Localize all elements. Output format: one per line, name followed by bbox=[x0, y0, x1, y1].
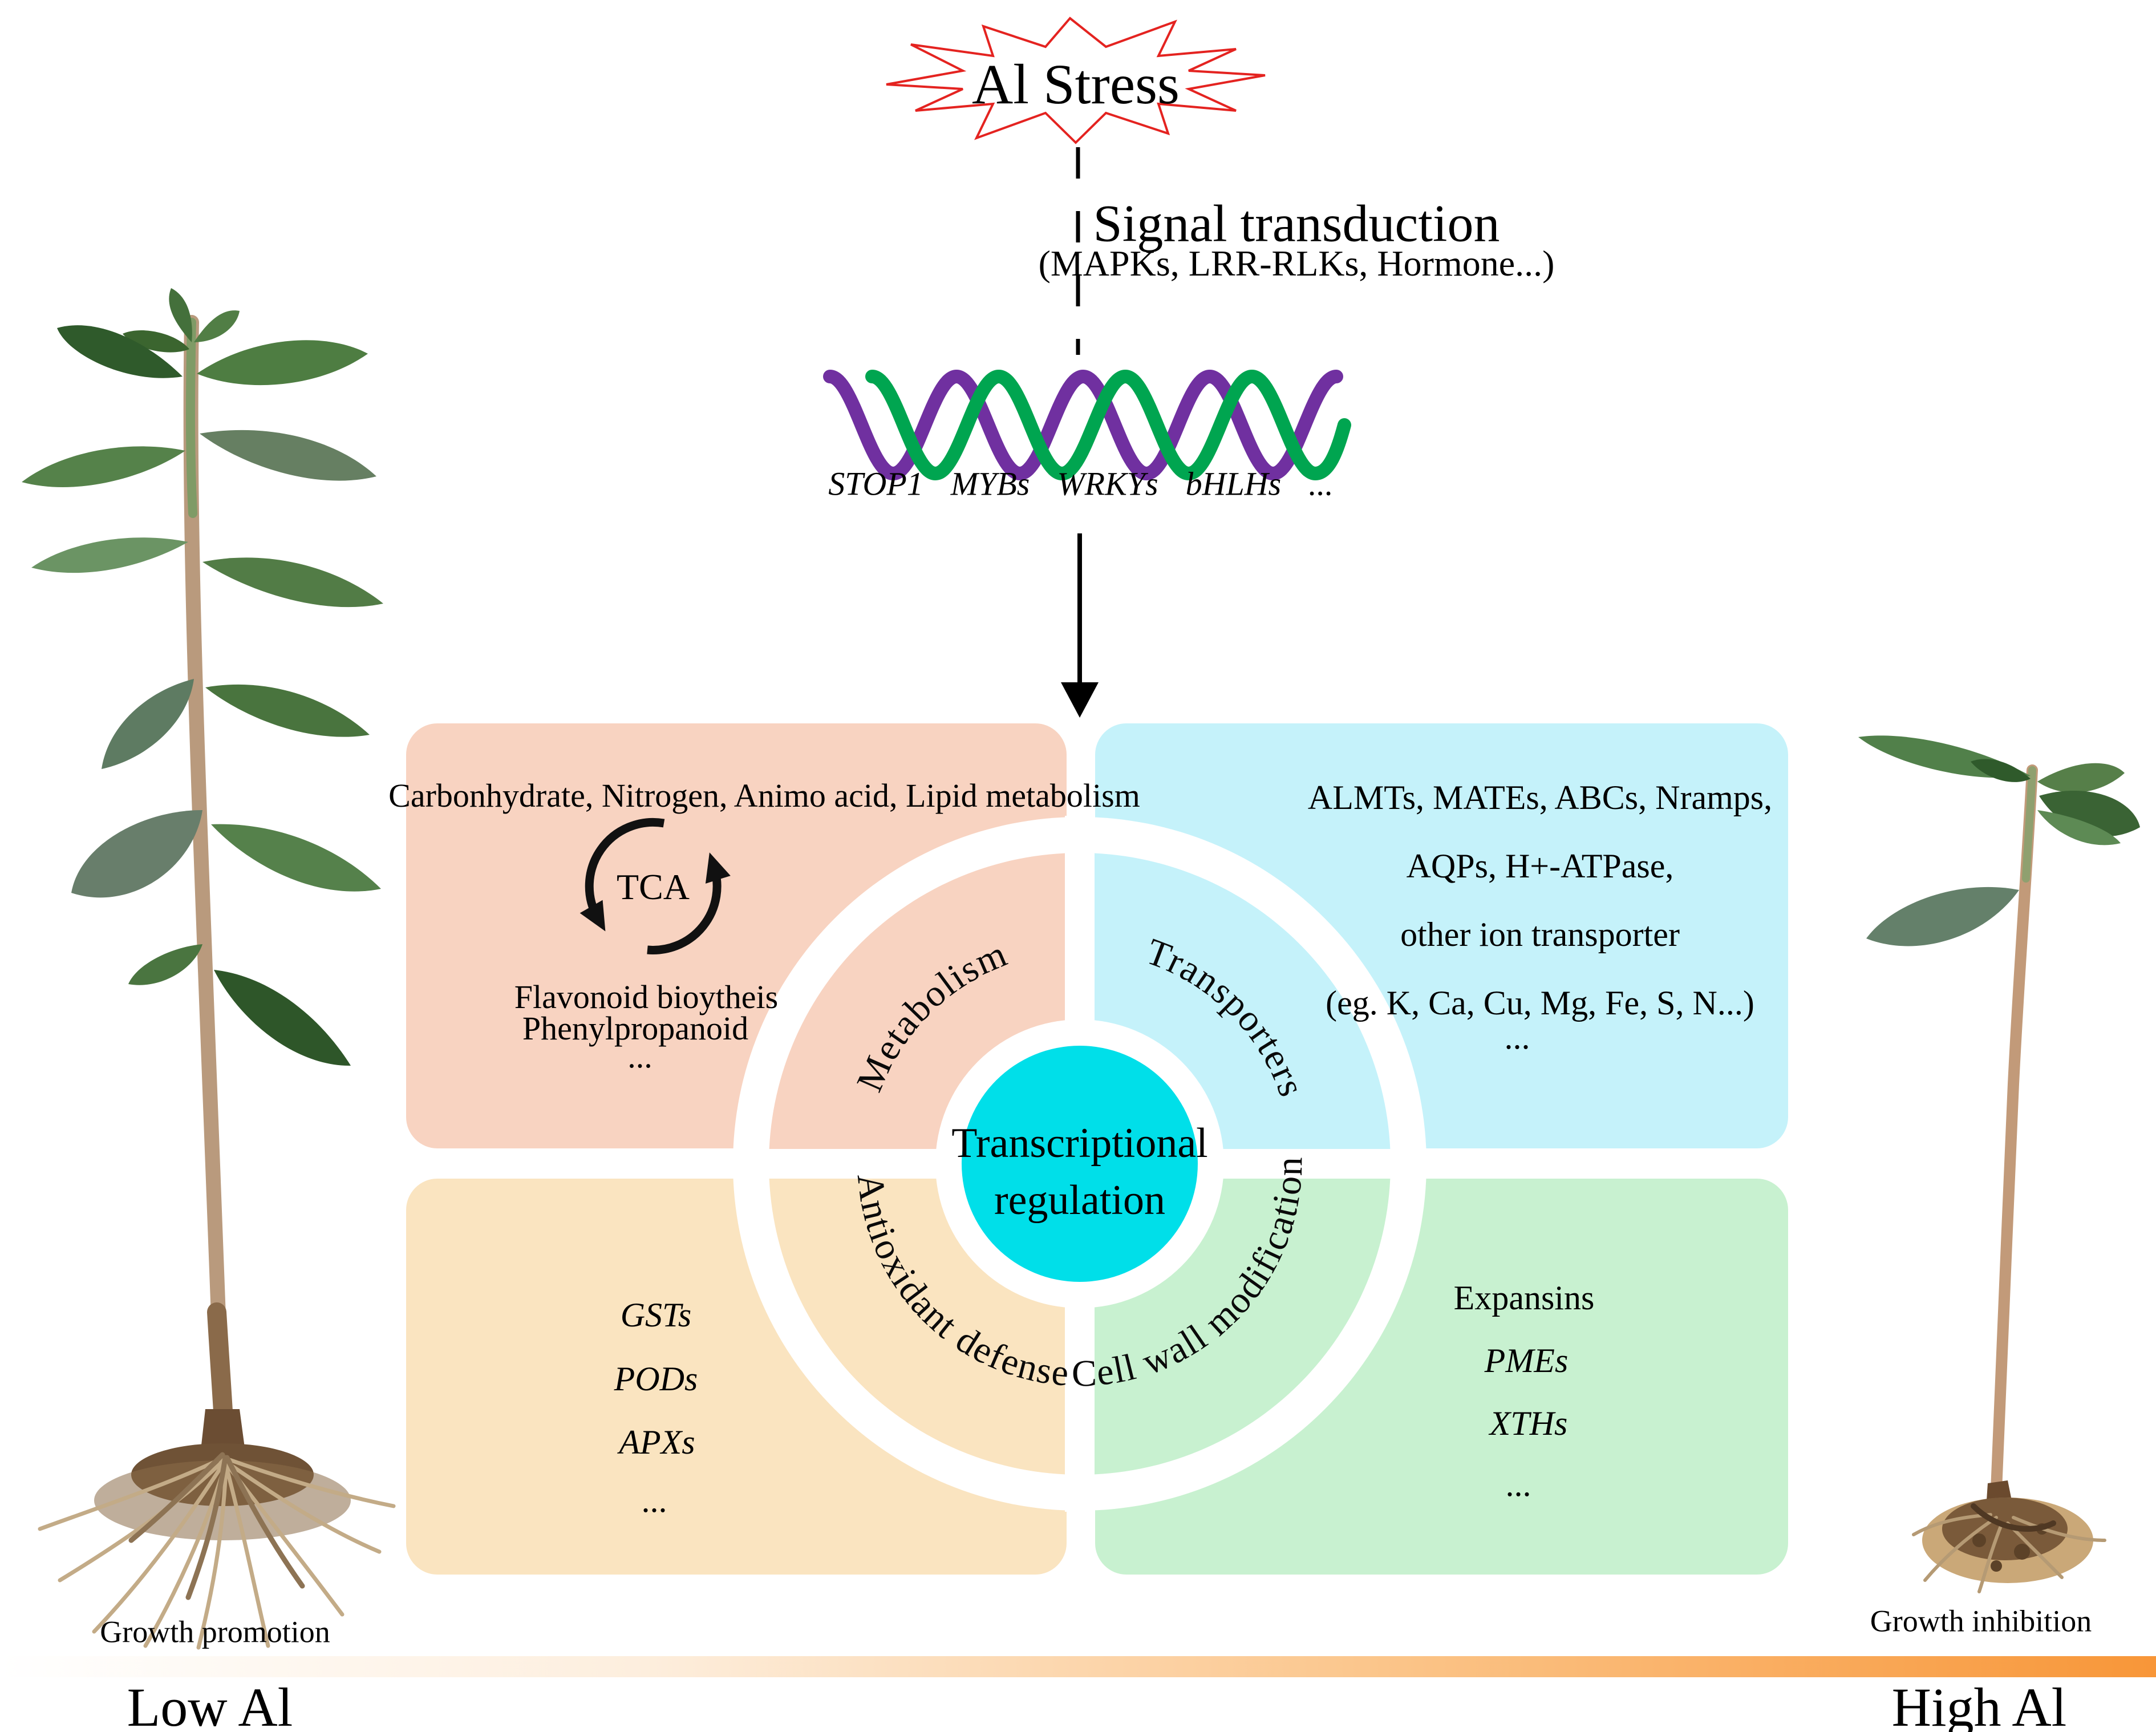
healthy-plant-illustration bbox=[22, 288, 396, 1650]
tca-cycle-icon bbox=[579, 818, 731, 954]
center-circle bbox=[962, 1046, 1198, 1282]
antioxidant-ring-sector bbox=[769, 1164, 1080, 1475]
al-stress-label: Al Stress bbox=[972, 52, 1180, 116]
high-al-label: High Al bbox=[1891, 1677, 2067, 1732]
dna-strand-green bbox=[865, 369, 1351, 481]
transporters-ellipsis: ... bbox=[1504, 1018, 1530, 1056]
al-stress-starburst-icon bbox=[886, 17, 1266, 144]
metabolism-ellipsis: ... bbox=[627, 1038, 653, 1075]
center-label-line2: regulation bbox=[994, 1177, 1165, 1224]
transporters-line: ALMTs, MATEs, ABCs, Nramps, bbox=[1307, 779, 1773, 816]
metabolism-ring-sector bbox=[769, 853, 1080, 1164]
cell-wall-line: Expansins bbox=[1453, 1279, 1595, 1317]
metabolism-line: Phenylpropanoid bbox=[522, 1010, 749, 1047]
metabolism-heading: Carbonhydrate, Nitrogen, Animo acid, Lip… bbox=[388, 777, 1140, 815]
antioxidant-line: GSTs bbox=[620, 1296, 692, 1334]
transporters-line: other ion transporter bbox=[1400, 916, 1680, 953]
growth-inhibition-caption: Growth inhibition bbox=[1870, 1604, 2092, 1638]
cell-wall-ring-sector bbox=[1080, 1164, 1391, 1475]
transporters-ring-sector bbox=[1080, 853, 1391, 1164]
transcription-factor-row: STOP1 MYBs WRKYs bHLHs ... bbox=[828, 465, 1333, 503]
tf-mybs: MYBs bbox=[950, 465, 1030, 503]
center-label-line1: Transcriptional bbox=[951, 1120, 1207, 1167]
tf-wrkys: WRKYs bbox=[1057, 465, 1158, 503]
growth-promotion-caption: Growth promotion bbox=[100, 1614, 330, 1649]
low-al-label: Low Al bbox=[127, 1677, 293, 1732]
cell-wall-line: PMEs bbox=[1484, 1342, 1569, 1379]
signal-transduction-subtitle: (MAPKs, LRR-RLKs, Hormone...) bbox=[1038, 242, 1555, 284]
tf-ellipsis: ... bbox=[1308, 465, 1334, 503]
cell-wall-line: XTHs bbox=[1489, 1405, 1568, 1442]
transcription-arrow bbox=[1061, 533, 1099, 718]
signal-transduction-title: Signal transduction bbox=[1093, 194, 1500, 253]
tca-label: TCA bbox=[617, 867, 690, 907]
tf-stop1: STOP1 bbox=[828, 465, 923, 503]
transporters-line: (eg. K, Ca, Cu, Mg, Fe, S, N...) bbox=[1326, 984, 1754, 1022]
tf-bhlhs: bHLHs bbox=[1185, 465, 1282, 503]
cell-wall-ellipsis: ... bbox=[1505, 1466, 1531, 1503]
al-gradient-bar bbox=[0, 1656, 2156, 1677]
antioxidant-line: APXs bbox=[619, 1423, 695, 1461]
stunted-plant-illustration bbox=[1858, 735, 2140, 1593]
antioxidant-ellipsis: ... bbox=[641, 1482, 667, 1519]
metabolism-line: Flavonoid bioytheis bbox=[514, 978, 779, 1016]
transporters-line: AQPs, H+-ATPase, bbox=[1406, 847, 1674, 885]
antioxidant-line: PODs bbox=[614, 1360, 698, 1398]
dna-helix-icon bbox=[823, 369, 1351, 481]
regulation-wheel bbox=[732, 816, 1428, 1512]
